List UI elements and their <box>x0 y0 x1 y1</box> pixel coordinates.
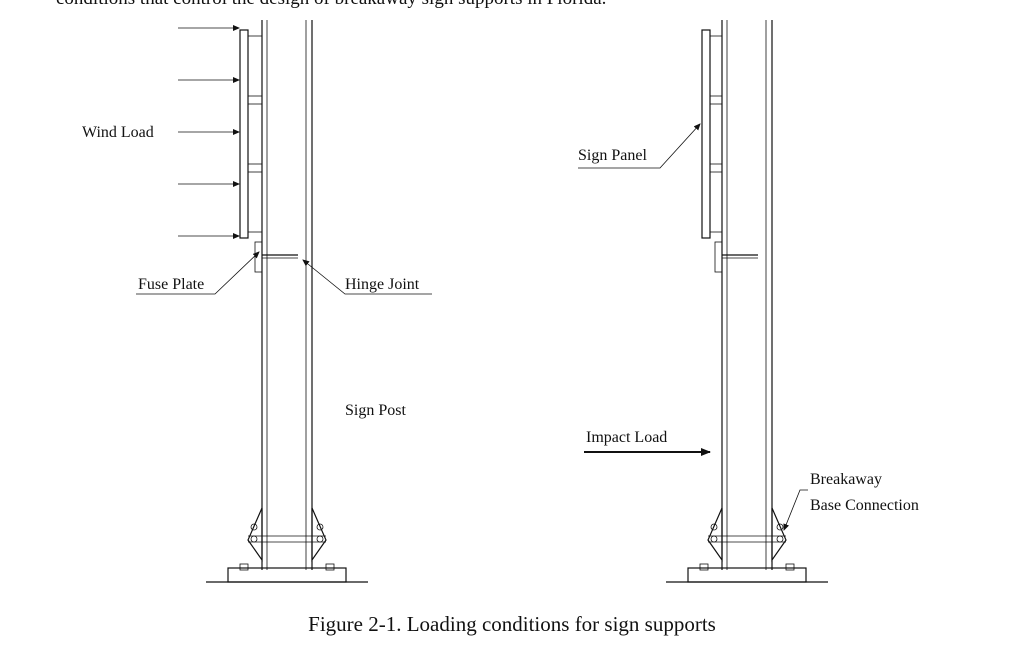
label-breakaway: Breakaway <box>810 471 882 488</box>
left-fuse-plate <box>254 241 263 273</box>
wind-load-arrows <box>178 25 240 239</box>
left-sign-support: Wind Load Fuse Plate Hinge Joint Sign Po… <box>82 20 432 583</box>
right-sign-panel <box>701 29 711 239</box>
right-sign-support: Sign Panel Impact Load Breakaway Base Co… <box>578 20 919 583</box>
label-base-connection: Base Connection <box>810 497 919 514</box>
label-sign-panel: Sign Panel <box>578 147 647 164</box>
label-impact-load: Impact Load <box>586 429 667 446</box>
label-sign-post: Sign Post <box>345 402 406 419</box>
label-wind-load: Wind Load <box>82 124 154 141</box>
right-sign-post <box>721 20 773 570</box>
left-sign-panel <box>239 29 249 239</box>
left-base-connection <box>206 507 368 583</box>
label-fuse-plate: Fuse Plate <box>138 276 204 293</box>
right-base-connection <box>666 507 828 583</box>
intro-text: conditions that control the design of br… <box>56 0 606 10</box>
figure-caption: Figure 2-1. Loading conditions for sign … <box>308 612 716 636</box>
left-sign-post <box>261 20 313 570</box>
label-hinge-joint: Hinge Joint <box>345 276 420 293</box>
